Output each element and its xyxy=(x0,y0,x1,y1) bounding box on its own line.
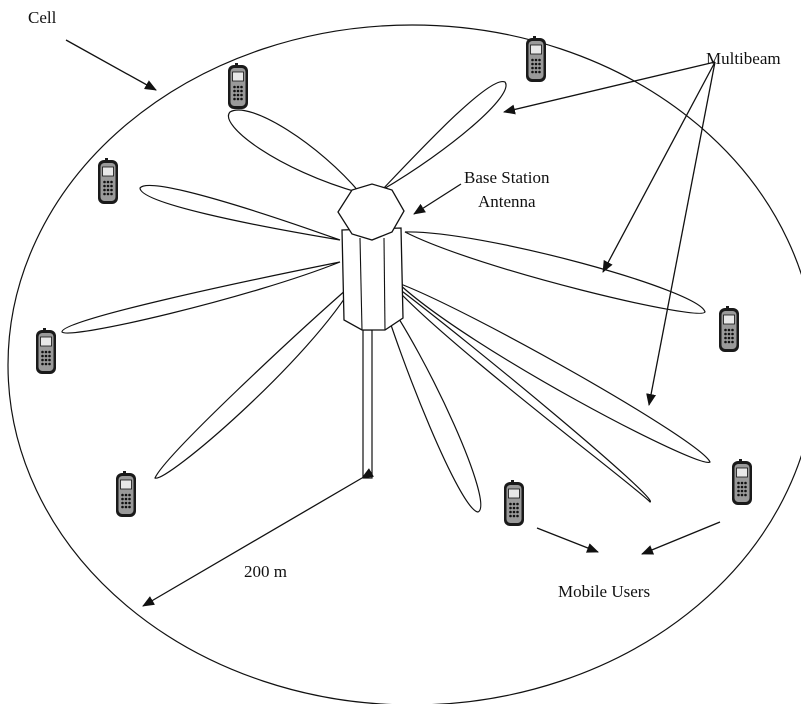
beam-right-lower xyxy=(397,282,711,463)
base-station-label-line1: Base Station xyxy=(464,168,550,187)
beam-lower-right xyxy=(389,281,651,503)
mobile-users-label: Mobile Users xyxy=(558,582,650,601)
phone-icon-5 xyxy=(718,305,740,353)
antenna-pole xyxy=(362,329,373,479)
base-station-label-line2: Antenna xyxy=(478,192,536,211)
cell-arrow xyxy=(65,39,157,91)
beam-upper-right xyxy=(381,81,507,191)
beam-lower-center xyxy=(379,289,482,513)
phone-icon-2 xyxy=(525,35,547,83)
base-station-antenna xyxy=(337,183,405,331)
cell-boundary xyxy=(7,24,801,704)
mobile-users-arrow-1 xyxy=(536,527,599,553)
beam-lower-left xyxy=(154,281,356,479)
phone-icon-1 xyxy=(227,62,249,110)
phone-icon-7 xyxy=(503,479,525,527)
beam-left-upper xyxy=(139,184,341,241)
annotation-arrows xyxy=(65,39,721,607)
phone-icon-8 xyxy=(731,458,753,506)
beam-right-upper xyxy=(404,231,706,314)
cell-label: Cell xyxy=(28,8,57,27)
multibeam-arrow-1 xyxy=(503,61,716,115)
beams xyxy=(61,81,711,513)
distance-label: 200 m xyxy=(244,562,287,581)
beam-upper-left xyxy=(227,109,362,195)
distance-arrow xyxy=(142,468,375,607)
base-station-arrow xyxy=(413,183,462,215)
phone-icon-6 xyxy=(115,470,137,518)
phone-icon-3 xyxy=(97,157,119,205)
phone-icon-4 xyxy=(35,327,57,375)
multibeam-label: Multibeam xyxy=(706,49,781,68)
multibeam-arrow-3 xyxy=(646,61,716,406)
mobile-users-arrow-2 xyxy=(641,521,721,555)
multibeam-arrow-2 xyxy=(602,61,716,273)
beam-left-lower xyxy=(61,261,341,334)
